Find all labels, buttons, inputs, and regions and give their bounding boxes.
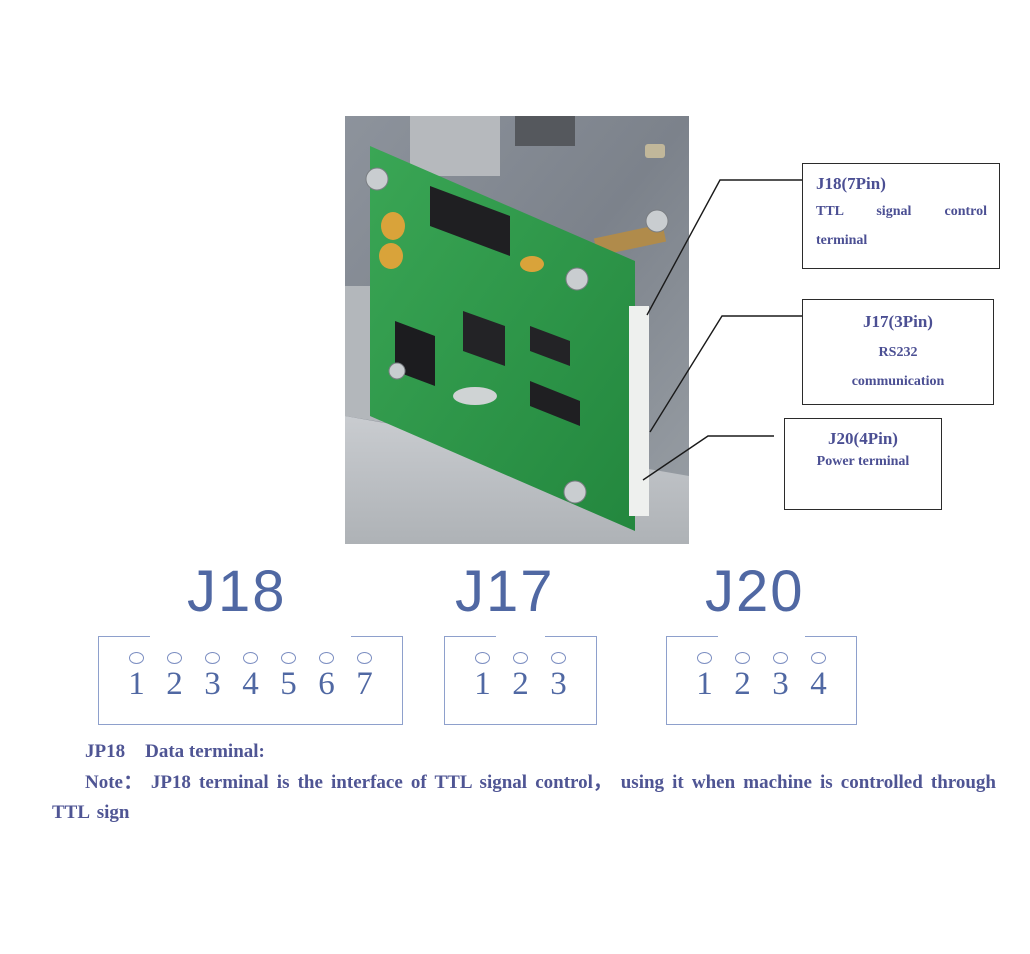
pin-number: 6 [318,666,335,702]
callout-j17-desc-line1: RS232 [878,345,918,360]
pin-hole-icon [551,652,566,664]
metal-pin [645,144,665,158]
connector-pin: 3 [762,652,800,701]
callout-j20-desc: Power terminal [816,454,910,469]
pin-number: 2 [734,666,751,702]
pin-hole-icon [319,652,334,664]
notes-section: JP18 Data terminal: Note： JP18 terminal i… [52,740,996,828]
pin-hole-icon [281,652,296,664]
callout-j17: J17(3Pin) RS232 communication [802,299,994,405]
pin-hole-icon [167,652,182,664]
connector-pin: 3 [540,652,578,701]
ic-chip [430,186,510,256]
pin-number: 1 [128,666,145,702]
pin-number: 3 [550,666,567,702]
crystal [453,387,497,405]
connector-pin: 2 [502,652,540,701]
screw [645,209,669,233]
connector-pin: 6 [308,652,346,701]
pin-hole-icon [357,652,372,664]
pin-hole-icon [129,652,144,664]
pin-number: 3 [204,666,221,702]
screw [365,167,389,191]
ic-chip [530,326,570,366]
callout-j18: J18(7Pin) TTL signal control terminal [802,163,1000,269]
callout-j18-desc-line1: TTL signal control [816,204,987,219]
pin-number: 4 [810,666,827,702]
connector-pin: 3 [194,652,232,701]
screw [565,267,589,291]
pcb-photo [345,116,689,544]
pin-number: 3 [772,666,789,702]
pin-number: 5 [280,666,297,702]
connector-pin: 1 [686,652,724,701]
pin-number: 4 [242,666,259,702]
pin-hole-icon [475,652,490,664]
metal-bracket [410,116,500,176]
connector-pin: 7 [346,652,384,701]
notes-paragraph: Note： JP18 terminal is the interface of … [52,772,996,823]
callout-j20-title: J20(4Pin) [828,429,898,448]
pin-number: 2 [512,666,529,702]
pcb-photo-illustration [345,116,689,544]
notes-heading-id: JP18 [85,741,126,762]
connector-pin: 5 [270,652,308,701]
pin-hole-icon [773,652,788,664]
metal-slot [515,116,575,146]
connector-pin: 2 [724,652,762,701]
pin-hole-icon [205,652,220,664]
connector-pin: 4 [232,652,270,701]
capacitor [520,256,544,272]
callout-j18-title: J18(7Pin) [816,174,886,193]
pin-hole-icon [697,652,712,664]
connector-pin: 1 [118,652,156,701]
pin-number: 7 [356,666,373,702]
pin-hole-icon [811,652,826,664]
notes-heading-text: Data terminal: [145,741,265,762]
connector-label-j18: J18 [187,559,287,624]
white-connector-strip [629,306,649,516]
pin-hole-icon [735,652,750,664]
pin-hole-icon [513,652,528,664]
ic-chip [463,311,505,366]
ic-chip [530,381,580,426]
callout-j17-title: J17(3Pin) [863,312,933,331]
callout-j20: J20(4Pin) Power terminal [784,418,942,510]
pin-number: 1 [474,666,491,702]
pin-number: 2 [166,666,183,702]
callout-j18-desc-line2: terminal [816,233,868,248]
callout-j17-desc-line2: communication [851,374,945,389]
capacitor [381,212,405,240]
pin-number: 1 [696,666,713,702]
connector-pin: 4 [800,652,838,701]
connector-pin: 2 [156,652,194,701]
pin-hole-icon [243,652,258,664]
capacitor [379,243,403,269]
connector-pin: 1 [464,652,502,701]
connector-label-j17: J17 [455,559,555,624]
screw [388,362,406,380]
screw [563,480,587,504]
connector-label-j20: J20 [705,559,805,624]
